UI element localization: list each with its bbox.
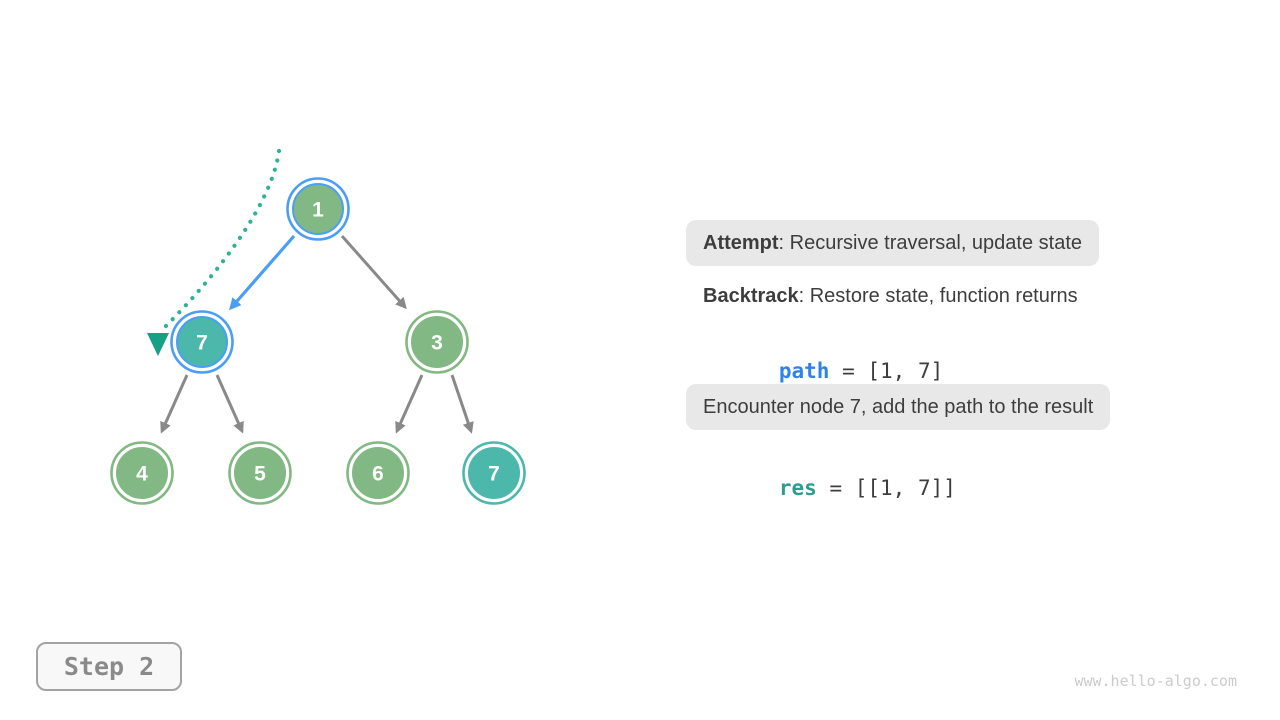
backtrack-trail-dotted (161, 148, 282, 331)
res-variable: res (778, 476, 817, 500)
tree-node-5: 5 (228, 441, 292, 505)
node-value: 4 (136, 463, 148, 486)
edge-1-7-active (228, 234, 296, 311)
tree-node-leaf-7: 7 (462, 441, 526, 505)
edge-1-3 (340, 235, 407, 310)
binary-tree-diagram: 1 7 3 4 5 6 (110, 148, 526, 505)
tree-node-3: 3 (405, 310, 469, 374)
node-value: 5 (254, 463, 266, 486)
attempt-badge: Attempt: Recursive traversal, update sta… (686, 220, 1100, 266)
path-code-line: path = [1, 7] (703, 332, 943, 410)
node-value: 6 (372, 463, 384, 486)
watermark: www.hello-algo.com (1074, 672, 1237, 690)
edge-7-5 (215, 374, 244, 434)
res-value: = [[1, 7]] (816, 476, 956, 500)
path-variable: path (778, 359, 830, 383)
edge-3-7 (450, 374, 474, 434)
backtrack-trail-arrow-icon (147, 333, 169, 356)
attempt-text: : Recursive traversal, update state (778, 232, 1083, 254)
backtrack-line: Backtrack: Restore state, function retur… (703, 284, 1078, 308)
tree-node-6: 6 (346, 441, 410, 505)
edge-7-4 (160, 374, 189, 434)
backtrack-term: Backtrack (703, 285, 799, 307)
tree-node-current-7: 7 (170, 310, 234, 374)
tree-node-4: 4 (110, 441, 174, 505)
res-code-line: res = [[1, 7]] (703, 449, 956, 527)
backtrack-text: : Restore state, function returns (798, 285, 1078, 307)
edge-3-6 (395, 374, 424, 434)
node-value: 7 (196, 332, 208, 355)
tree-node-root-1: 1 (286, 177, 350, 241)
path-value: = [1, 7] (829, 359, 944, 383)
encounter-text: Encounter node 7, add the path to the re… (703, 396, 1094, 418)
step-badge: Step 2 (36, 642, 182, 691)
attempt-term: Attempt (703, 232, 779, 254)
node-value: 1 (312, 199, 324, 222)
encounter-badge: Encounter node 7, add the path to the re… (686, 384, 1111, 430)
node-value: 7 (488, 463, 500, 486)
node-value: 3 (431, 332, 443, 355)
step-label: Step 2 (63, 652, 155, 681)
